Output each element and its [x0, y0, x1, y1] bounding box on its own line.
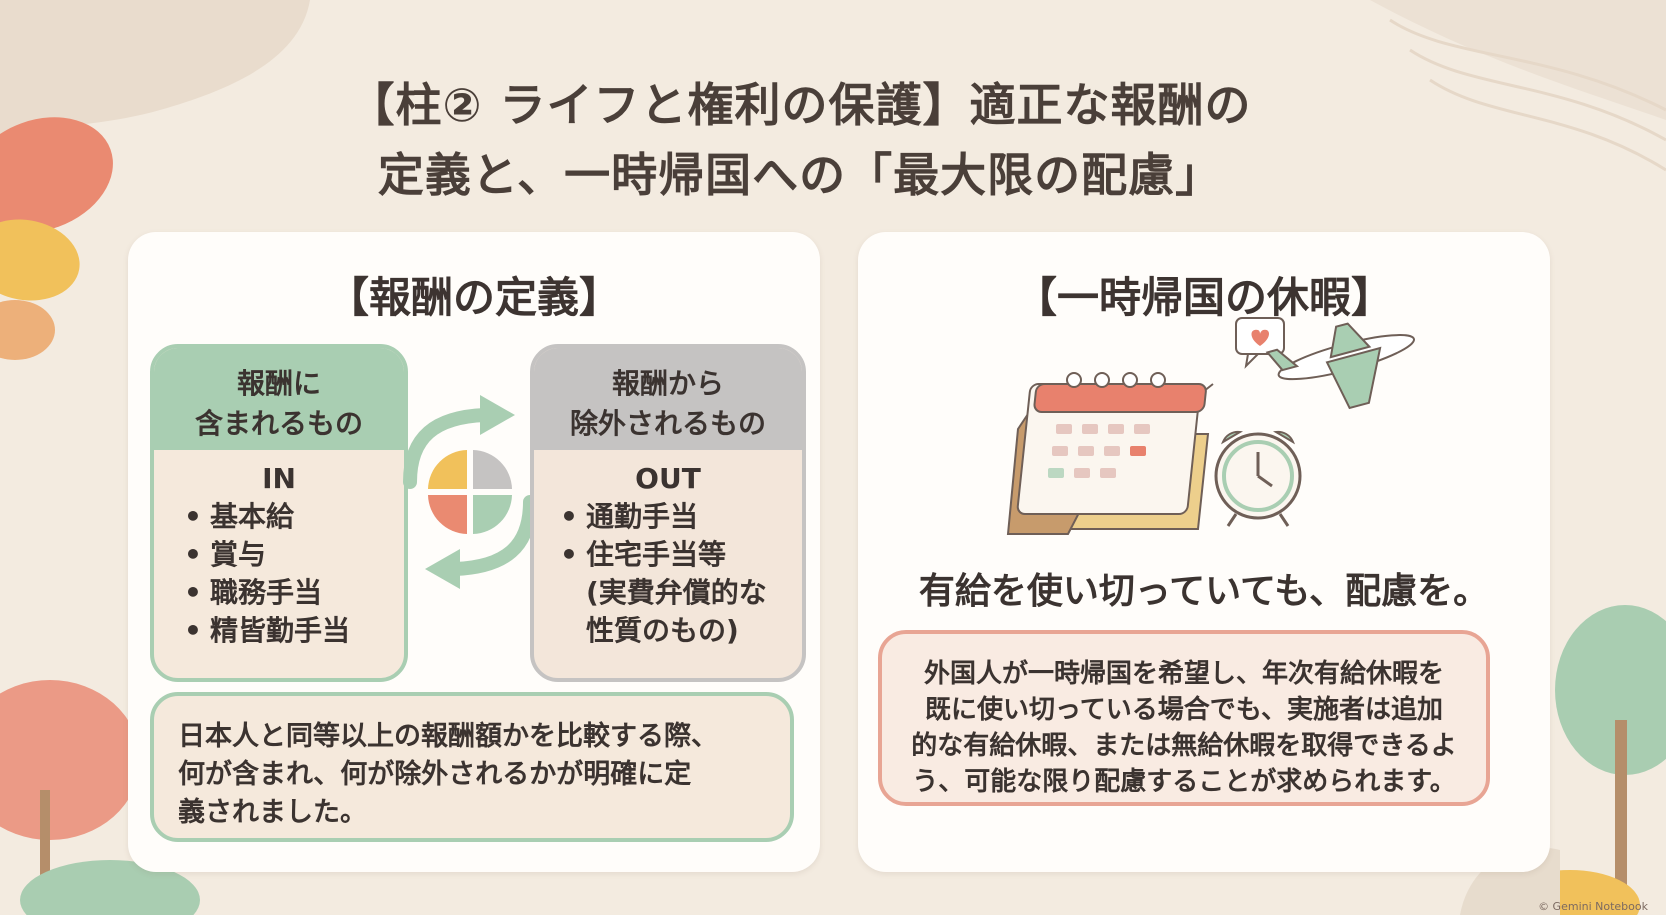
- bullet: •: [560, 500, 578, 533]
- excluded-header-line-2: 除外されるもの: [569, 407, 766, 440]
- included-header-line-1: 報酬に: [236, 367, 321, 400]
- airplane-icon: [1265, 322, 1416, 410]
- list-item: •通勤手当: [560, 498, 767, 536]
- included-header-line-2: 含まれるもの: [194, 407, 363, 440]
- list-item: •精皆勤手当: [184, 612, 350, 650]
- note-line: 的な有給休暇、または無給休暇を取得できるよ: [911, 731, 1457, 761]
- item-label: 住宅手当等: [586, 538, 727, 571]
- excluded-box: 報酬から 除外されるもの OUT •通勤手当 •住宅手当等 (実費弁償的な 性質…: [530, 344, 806, 682]
- leave-caption: 有給を使い切っていても、配慮を。: [918, 571, 1490, 612]
- item-note-line-1: (実費弁償的な: [586, 576, 767, 609]
- list-item: •基本給: [184, 498, 350, 536]
- in-label: IN: [262, 462, 296, 495]
- temporary-return-heading: 【一時帰国の休暇】: [1014, 273, 1393, 322]
- title-line-1: 【柱② ライフと権利の保護】適正な報酬の: [348, 78, 1252, 132]
- excluded-box-header: 報酬から 除外されるもの: [534, 348, 802, 450]
- remuneration-heading: 【報酬の定義】: [326, 273, 621, 322]
- excluded-list: •通勤手当 •住宅手当等 (実費弁償的な 性質のもの): [560, 498, 767, 650]
- bullet: •: [184, 614, 202, 647]
- bullet: •: [560, 538, 578, 571]
- included-box: 報酬に 含まれるもの IN •基本給 •賞与 •職務手当 •精皆勤手当: [150, 344, 408, 682]
- watermark: © Gemini Notebook: [1538, 900, 1648, 913]
- list-item: •住宅手当等: [560, 536, 767, 574]
- bullet: •: [184, 576, 202, 609]
- included-box-header: 報酬に 含まれるもの: [154, 348, 404, 450]
- temporary-return-note: 外国人が一時帰国を希望し、年次有給休暇を 既に使い切っている場合でも、実施者は追…: [878, 630, 1490, 806]
- list-item: •職務手当: [184, 574, 350, 612]
- item-label: 職務手当: [210, 576, 323, 609]
- item-label: 通勤手当: [586, 500, 699, 533]
- list-item: •賞与: [184, 536, 350, 574]
- note-line: 何が含まれ、何が除外されるかが明確に定: [178, 759, 692, 790]
- alarm-clock-icon: [1214, 430, 1302, 527]
- item-label: 精皆勤手当: [210, 614, 351, 647]
- calendar-icon: [1006, 372, 1210, 535]
- remuneration-definition-panel: 【報酬の定義】 報酬に 含まれるもの IN •基本給 •賞与 •職務手当 •精皆…: [128, 232, 820, 872]
- page-title: 【柱② ライフと権利の保護】適正な報酬の 定義と、一時帰国への「最大限の配慮」: [200, 70, 1400, 210]
- note-line: 義されました。: [178, 797, 367, 828]
- included-list: •基本給 •賞与 •職務手当 •精皆勤手当: [184, 498, 350, 650]
- item-note-line-2: 性質のもの): [586, 614, 739, 647]
- note-line: 既に使い切っている場合でも、実施者は追加: [925, 695, 1443, 725]
- note-line: う、可能な限り配慮することが求められます。: [912, 767, 1456, 797]
- item-label: 基本給: [210, 500, 295, 533]
- note-line: 外国人が一時帰国を希望し、年次有給休暇を: [923, 659, 1444, 689]
- temporary-return-panel: 【一時帰国の休暇】: [858, 232, 1550, 872]
- bullet: •: [184, 538, 202, 571]
- bullet: •: [184, 500, 202, 533]
- excluded-header-line-1: 報酬から: [611, 367, 724, 400]
- title-line-2: 定義と、一時帰国への「最大限の配慮」: [377, 148, 1223, 202]
- item-label: 賞与: [210, 538, 267, 571]
- cycle-arrows-icon: [403, 395, 537, 589]
- note-line: 日本人と同等以上の報酬額かを比較する際、: [178, 721, 718, 752]
- heart-speech-bubble-icon: [1235, 317, 1285, 369]
- vacation-illustration: [1006, 317, 1416, 535]
- remuneration-note: 日本人と同等以上の報酬額かを比較する際、 何が含まれ、何が除外されるかが明確に定…: [150, 692, 794, 842]
- out-label: OUT: [635, 462, 701, 495]
